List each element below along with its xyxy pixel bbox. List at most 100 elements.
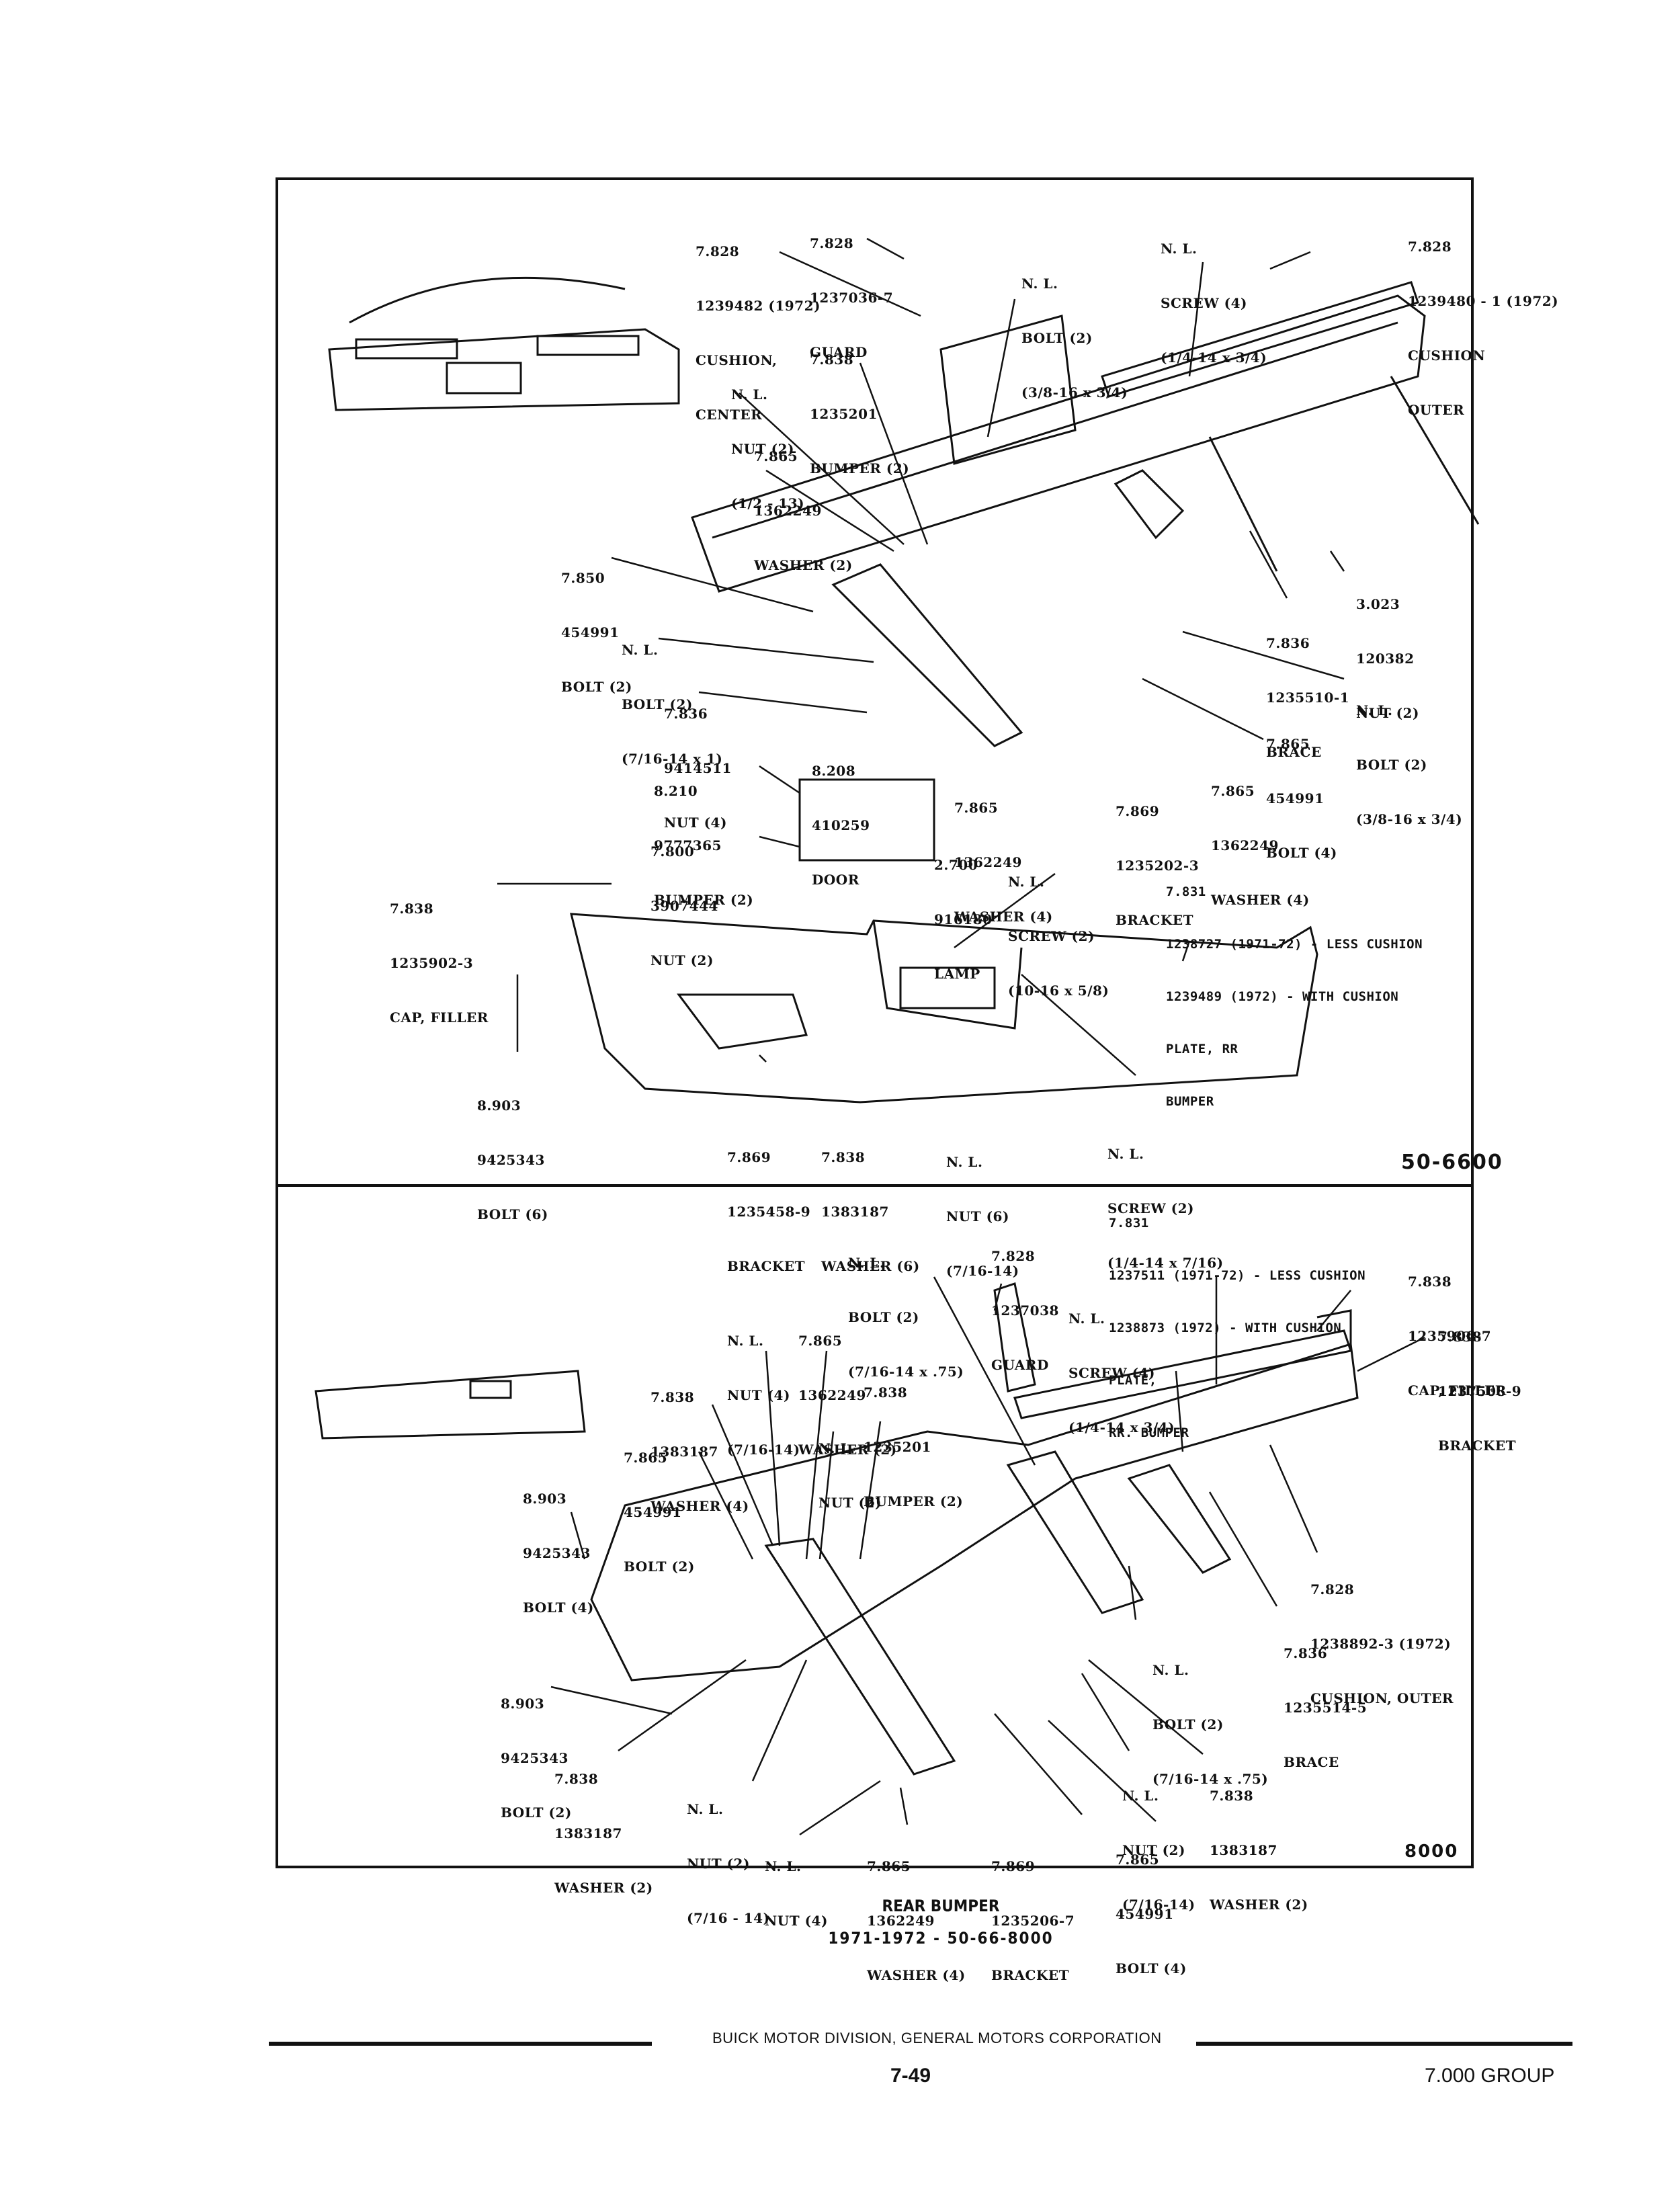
callout-line: (7/16-14) bbox=[727, 1442, 800, 1458]
callout-bolt-9425343-6: 8.903 9425343 BOLT (6) bbox=[477, 1061, 548, 1242]
callout-line: 1238892-3 (1972) bbox=[1310, 1636, 1452, 1652]
callout-line: 1235206-7 bbox=[991, 1913, 1075, 1929]
callout-line: GUARD bbox=[810, 344, 868, 360]
callout-line: SCREW (2) bbox=[1008, 928, 1095, 944]
callout-cap-filler-1235906-7: 7.838 1235906-7 CAP, FILLER bbox=[1408, 1237, 1507, 1418]
callout-cushion-outer-1238892-3: 7.828 1238892-3 (1972) CUSHION, OUTER bbox=[1310, 1544, 1454, 1726]
callout-line: 7.828 bbox=[810, 235, 854, 251]
callout-line: 7.836 bbox=[1266, 635, 1310, 651]
callout-line: NUT (2) bbox=[1122, 1842, 1185, 1858]
callout-line: 7.838 bbox=[1210, 1788, 1254, 1804]
callout-line: N. L. bbox=[946, 1154, 983, 1170]
callout-screw-nl-1-4: N. L. SCREW (4) (1/4-14 x 3/4) bbox=[1161, 204, 1267, 385]
callout-line: N. L. bbox=[1068, 1311, 1105, 1327]
callout-line: 7.838 bbox=[390, 901, 434, 917]
page-subtitle: 1971-1972 - 50-66-8000 bbox=[828, 1929, 1054, 1948]
callout-line: 7.865 bbox=[954, 800, 999, 816]
callout-bolt-454991-2: 7.850 454991 BOLT (2) bbox=[561, 533, 632, 714]
callout-line: 8.903 bbox=[501, 1696, 545, 1712]
callout-line: BUMPER (2) bbox=[864, 1493, 964, 1509]
callout-bracket-1237508-9: 7.838 1237508-9 BRACKET bbox=[1438, 1292, 1521, 1473]
callout-line: 7.838 bbox=[810, 351, 854, 368]
callout-bolt-nl-7-16: N. L. BOLT (2) (7/16-14 x 1) bbox=[622, 605, 722, 786]
callout-line: 1237511 (1971-72) - LESS CUSHION bbox=[1109, 1268, 1366, 1283]
callout-line: SCREW (2) bbox=[1107, 1200, 1194, 1216]
callout-line: BUMPER (2) bbox=[654, 892, 754, 908]
callout-line: CAP, FILLER bbox=[1408, 1382, 1507, 1399]
callout-line: BOLT (6) bbox=[477, 1206, 548, 1222]
callout-washer-1362249-4b: 7.865 1362249 WASHER (4) bbox=[954, 763, 1053, 944]
callout-line: 3.023 bbox=[1356, 596, 1400, 612]
callout-line: 7.869 bbox=[727, 1149, 771, 1165]
callout-line: NUT (4) bbox=[664, 815, 727, 831]
callout-line: CUSHION, OUTER bbox=[1310, 1690, 1454, 1706]
callout-line: NUT (2) bbox=[650, 952, 714, 968]
callout-line: BOLT (2) bbox=[501, 1804, 572, 1821]
callout-line: NUT (2) bbox=[1356, 705, 1419, 721]
callout-line: 7.838 bbox=[864, 1384, 908, 1401]
diagram-code-50-6600: 50-6600 bbox=[1401, 1151, 1503, 1174]
callout-line: 7.869 bbox=[1116, 803, 1160, 819]
callout-line: (10-16 x 5/8) bbox=[1008, 983, 1109, 999]
callout-line: NUT (6) bbox=[946, 1208, 1009, 1224]
callout-line: 7.838 bbox=[554, 1771, 599, 1787]
callout-line: DOOR bbox=[812, 872, 859, 888]
callout-line: 8.903 bbox=[477, 1097, 521, 1114]
callout-screw-nl-10-16: N. L. SCREW (2) (10-16 x 5/8) bbox=[1008, 837, 1109, 1018]
callout-line: PLATE, bbox=[1109, 1373, 1157, 1388]
callout-line: N. L. bbox=[1008, 874, 1045, 890]
callout-line: 7.838 bbox=[821, 1149, 866, 1165]
callout-bumper-1235201-bottom: 7.838 1235201 BUMPER (2) bbox=[864, 1347, 963, 1529]
callout-line: WASHER (2) bbox=[1210, 1897, 1308, 1913]
callout-line: 2.700 bbox=[934, 857, 978, 873]
callout-line: 1362249 bbox=[1211, 837, 1279, 854]
callout-line: 454991 bbox=[561, 624, 620, 640]
callout-line: 7.869 bbox=[991, 1858, 1036, 1874]
callout-washer-1383187-2-right: 7.838 1383187 WASHER (2) bbox=[1210, 1751, 1308, 1932]
callout-line: RR. BUMPER bbox=[1109, 1425, 1189, 1440]
callout-line: N. L. bbox=[731, 386, 768, 403]
callout-line: BOLT (4) bbox=[523, 1599, 594, 1616]
callout-line: (1/2 - 13) bbox=[731, 495, 805, 511]
callout-washer-1383187-6: 7.838 1383187 WASHER (6) bbox=[821, 1112, 920, 1294]
callout-nut-nl-2-7-16-right: N. L. NUT (2) (7/16-14) bbox=[1122, 1751, 1195, 1932]
callout-bolt-9425343-2: 8.903 9425343 BOLT (2) bbox=[501, 1659, 572, 1840]
callout-line: 7.850 bbox=[561, 570, 605, 586]
callout-nut-nl-6: N. L. NUT (6) (7/16-14) bbox=[946, 1117, 1019, 1298]
callout-nut-nl-2-7-16-left: N. L. NUT (2) (7/16 - 14) bbox=[687, 1764, 770, 1946]
callout-nut-120382: 3.023 120382 NUT (2) bbox=[1356, 559, 1419, 741]
callout-line: 7.865 bbox=[1211, 783, 1255, 799]
callout-line: 1239480 - 1 (1972) bbox=[1408, 293, 1559, 309]
callout-line: PLATE, RR bbox=[1166, 1042, 1238, 1056]
callout-line: (7/16-14 x .75) bbox=[1152, 1771, 1269, 1787]
callout-line: 8.208 bbox=[812, 763, 856, 779]
callout-line: N. L. bbox=[1021, 276, 1058, 292]
car-rear-inset-bottom bbox=[314, 1370, 586, 1440]
callout-line: N. L. bbox=[1122, 1788, 1159, 1804]
callout-line: (7/16 - 14) bbox=[687, 1910, 770, 1926]
callout-screw-nl-4-bottom: N. L. SCREW (4) (1/4-14 x 3/4) bbox=[1068, 1274, 1175, 1455]
callout-bolt-454991-2-bottom: 7.865 454991 BOLT (2) bbox=[624, 1413, 695, 1594]
callout-line: (1/4-14 x 7/16) bbox=[1107, 1255, 1224, 1271]
callout-line: 7.836 bbox=[1284, 1645, 1328, 1661]
callout-line: (3/8-16 x 3/4) bbox=[1021, 384, 1128, 401]
footer-rule-left bbox=[269, 2042, 652, 2046]
callout-line: WASHER (4) bbox=[867, 1967, 966, 1983]
callout-line: BOLT (4) bbox=[1116, 1960, 1187, 1977]
callout-line: 7.838 bbox=[1408, 1274, 1452, 1290]
callout-line: NUT (2) bbox=[818, 1495, 882, 1511]
callout-bolt-nl-3-8: N. L. BOLT (2) (3/8-16 x 3/4) bbox=[1021, 239, 1128, 420]
callout-line: (7/16-14) bbox=[1122, 1897, 1195, 1913]
callout-line: BOLT (4) bbox=[1266, 845, 1337, 861]
callout-bumper-1235201: 7.838 1235201 BUMPER (2) bbox=[810, 315, 909, 496]
callout-lamp-916180: 2.700 916180 LAMP bbox=[934, 820, 993, 1001]
callout-line: 7.836 bbox=[664, 706, 708, 722]
callout-line: 7.838 bbox=[1438, 1329, 1482, 1345]
callout-line: WASHER (2) bbox=[754, 557, 853, 573]
callout-line: 7.865 bbox=[1266, 736, 1310, 752]
callout-line: 1362249 bbox=[954, 854, 1022, 870]
leader-lines bbox=[497, 237, 1425, 1836]
callout-bolt-nl-7-16-75-lower: N. L. BOLT (2) (7/16-14 x .75) bbox=[1152, 1625, 1268, 1806]
callout-nut-nl-4: N. L. NUT (4) bbox=[765, 1821, 828, 1948]
callout-line: 1237038 bbox=[991, 1302, 1059, 1319]
